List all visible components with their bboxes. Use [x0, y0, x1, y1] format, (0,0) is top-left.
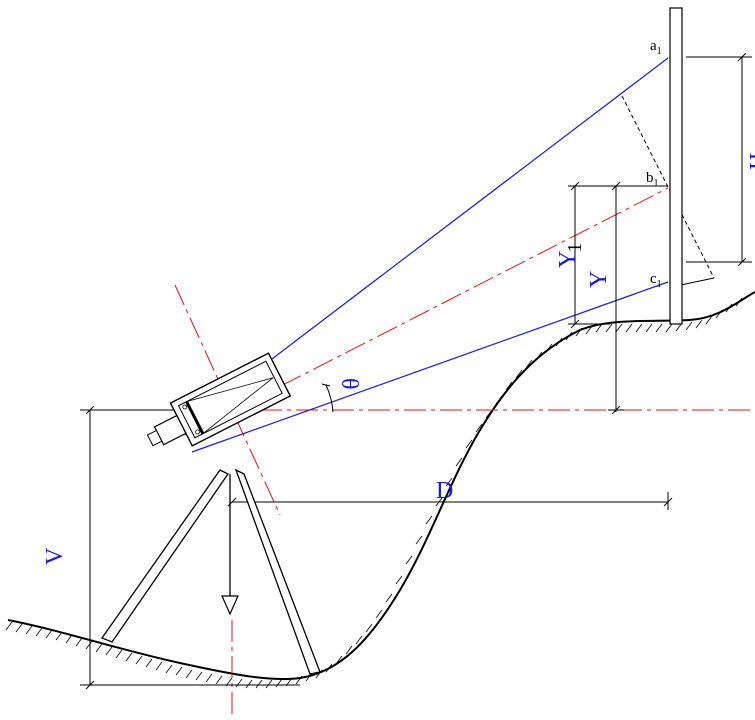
- label-V: V: [42, 547, 68, 565]
- dimension-V: [80, 405, 300, 690]
- label-c1: c1: [650, 271, 662, 290]
- telescope-instrument: [146, 352, 292, 447]
- dimension-H: [686, 52, 752, 267]
- plumb-bob: [221, 595, 239, 616]
- label-H: H: [746, 153, 755, 170]
- label-theta: θ: [336, 378, 362, 390]
- sight-line-lower: [191, 281, 669, 453]
- label-D: D: [436, 478, 453, 504]
- label-Y: Y: [586, 271, 612, 288]
- label-b1: b1: [646, 170, 659, 189]
- dimension-Y: [608, 181, 624, 415]
- label-a1: a1: [650, 38, 662, 57]
- theta-arc: [325, 384, 334, 413]
- dashed-normal-line: [621, 95, 715, 279]
- dimension-Y1: [568, 181, 668, 329]
- label-Y1: Y1: [555, 243, 586, 268]
- ground-profile: [7, 291, 755, 681]
- leveling-staff: [669, 7, 683, 325]
- dimension-D: [227, 492, 673, 510]
- tripod: [100, 468, 321, 675]
